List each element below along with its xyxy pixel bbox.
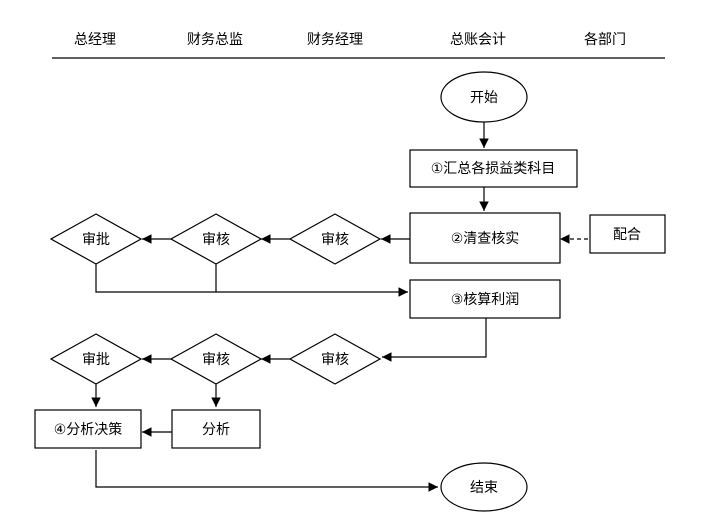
step4-box: ④分析决策 — [34, 409, 142, 449]
review-manager-1-label: 审核 — [321, 232, 349, 248]
review-director-2-label: 审核 — [202, 352, 230, 368]
cooperate-label: 配合 — [613, 227, 641, 243]
arrow-step3-to-review — [382, 318, 487, 362]
approve-gm-1-label: 审批 — [82, 232, 110, 248]
analysis-box: 分析 — [171, 409, 261, 449]
start-label: 开始 — [470, 90, 498, 106]
step4-label: ④分析决策 — [54, 421, 123, 438]
review-manager-1-diamond: 审核 — [288, 213, 382, 265]
cooperate-box: 配合 — [589, 214, 666, 254]
review-director-1-diamond: 审核 — [169, 213, 263, 265]
approve-gm-2-label: 审批 — [82, 352, 110, 368]
lane-finance-manager: 财务经理 — [307, 32, 363, 48]
review-manager-2-label: 审核 — [321, 352, 349, 368]
step3-box: ③核算利润 — [409, 279, 561, 319]
lane-departments: 各部门 — [584, 32, 626, 48]
lane-general-manager: 总经理 — [74, 32, 116, 48]
step3-label: ③核算利润 — [451, 292, 520, 308]
step2-box: ②清查核实 — [409, 212, 561, 264]
approve-gm-1-diamond: 审批 — [49, 213, 143, 265]
step1-box: ①汇总各损益类科目 — [409, 149, 578, 188]
step2-label: ②清查核实 — [451, 231, 520, 247]
lane-ledger-accountant: 总账会计 — [450, 32, 506, 48]
start-node: 开始 — [440, 71, 528, 123]
lane-finance-director: 财务总监 — [187, 32, 243, 48]
end-label: 结束 — [470, 480, 498, 496]
review-manager-2-diamond: 审核 — [288, 333, 382, 385]
review-director-1-label: 审核 — [202, 232, 230, 248]
review-director-2-diamond: 审核 — [169, 333, 263, 385]
analysis-label: 分析 — [202, 422, 230, 438]
arrow-step4-to-end — [95, 450, 438, 492]
step1-label: ①汇总各损益类科目 — [431, 161, 556, 177]
arrow-approve-to-step3 — [95, 264, 408, 297]
end-node: 结束 — [440, 462, 528, 512]
approve-gm-2-diamond: 审批 — [49, 333, 143, 385]
swimlane-header: 总经理 财务总监 财务经理 总账会计 各部门 — [52, 32, 665, 59]
connectors — [91, 122, 588, 492]
